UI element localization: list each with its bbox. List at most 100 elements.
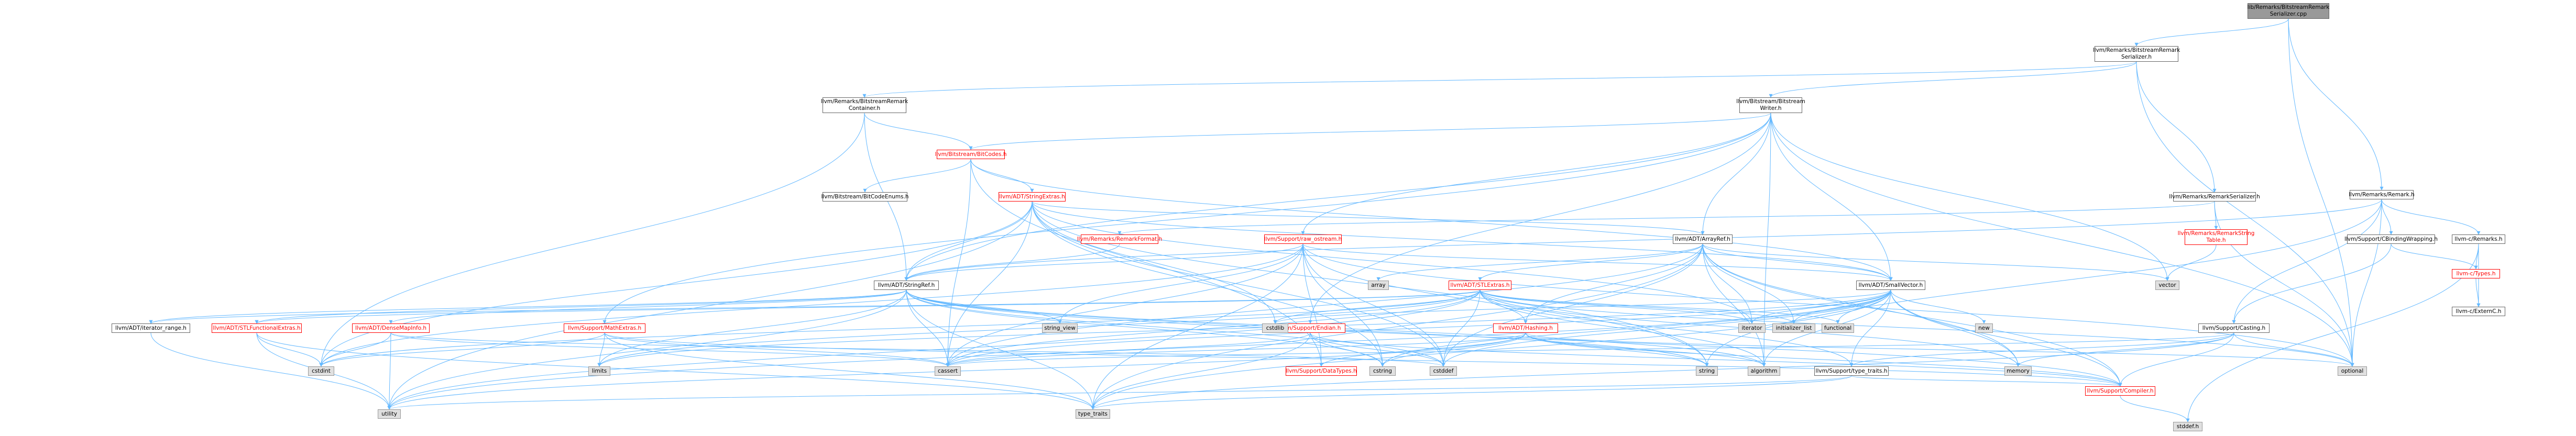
edge-type_traits_llvm-to-type_traits (1091, 375, 1852, 410)
edge-hashing-to-string (1525, 332, 1709, 367)
node-std-optional[interactable]: optional (2338, 366, 2367, 376)
node-std-functional[interactable]: functional (1822, 323, 1854, 333)
node-std-cstddef[interactable]: cstddef (1430, 366, 1457, 376)
node-bitstream-writer[interactable]: llvm/Bitstream/Bitstream Writer.h (1736, 97, 1805, 113)
edge-hashing-to-compiler (1525, 332, 2122, 387)
node-bitstream-remark-container[interactable]: llvm/Remarks/BitstreamRemark Container.h (821, 97, 908, 113)
edge-string_extras-to-utility (387, 201, 1033, 410)
dependency-edges (149, 18, 2481, 422)
edge-remark_string_table-to-vector (2165, 244, 2217, 281)
node-string-extras[interactable]: llvm/ADT/StringExtras.h (999, 192, 1066, 202)
edge-bitstream_writer-to-optional (1770, 113, 2354, 367)
node-data-types[interactable]: llvm/Support/DataTypes.h (1286, 366, 1357, 376)
node-math-extras[interactable]: llvm/Support/MathExtras.h (564, 323, 645, 333)
edge-compiler-to-stddef_h (2120, 395, 2190, 422)
node-bitcode-enums[interactable]: llvm/Bitstream/BitCodeEnums.h (821, 192, 909, 202)
node-iterator-range[interactable]: llvm/ADT/iterator_range.h (112, 323, 190, 333)
edge-string_extras-to-cstring (1032, 201, 1385, 367)
node-std-cstdlib[interactable]: cstdlib (1262, 323, 1288, 333)
edge-string_ref-to-string_view (906, 289, 1062, 324)
edge-bitcodes-to-bitcode_enums (863, 159, 971, 193)
node-c-remarks[interactable]: llvm-c/Remarks.h (2452, 234, 2505, 244)
edge-bitstream_writer-to-math_extras (602, 113, 1771, 324)
edge-stl_extras-to-algorithm (1479, 289, 1766, 367)
edge-dense_map_info-to-cassert (390, 332, 950, 367)
node-c-types[interactable]: llvm-c/Types.h (2452, 269, 2500, 278)
edge-remark_h-to-string_ref (904, 199, 2382, 281)
node-bitstream-remark-serializer[interactable]: llvm/Remarks/BitstreamRemark Serializer.… (2093, 46, 2180, 62)
node-endian[interactable]: llvm/Support/Endian.h (1275, 323, 1345, 333)
edge-small_vector-to-cstring (1380, 289, 1891, 367)
node-small-vector[interactable]: llvm/ADT/SmallVector.h (1856, 281, 1925, 290)
edge-small_vector-to-cassert (946, 289, 1891, 367)
node-raw-ostream[interactable]: llvm/Support/raw_ostream.h (1264, 234, 1342, 244)
node-std-new[interactable]: new (1975, 323, 1993, 333)
node-std-string-view[interactable]: string_view (1042, 323, 1078, 333)
edge-array_ref-to-stl_extras (1478, 243, 1703, 281)
node-std-memory[interactable]: memory (2004, 366, 2032, 376)
edge-bitcodes-to-cassert (946, 159, 971, 367)
node-std-iterator[interactable]: iterator (1738, 323, 1766, 333)
edge-array_ref-to-initializer_list (1702, 243, 1796, 324)
edge-raw_ostream-to-data_types (1302, 243, 1323, 367)
node-std-string[interactable]: string (1696, 366, 1718, 376)
edge-stl_extras-to-cstddef (1441, 289, 1481, 367)
node-remark-string-table[interactable]: llvm/Remarks/RemarkString Table.h (2178, 229, 2254, 245)
edge-endian-to-cassert (946, 332, 1311, 367)
node-hashing[interactable]: llvm/ADT/Hashing.h (1493, 323, 1558, 333)
edge-casting-to-compiler (2118, 332, 2234, 387)
node-type-traits-llvm[interactable]: llvm/Support/type_traits.h (1814, 366, 1889, 376)
edge-casting-to-cassert (946, 332, 2234, 367)
edge-stl_extras-to-iterator_range (149, 289, 1481, 324)
node-std-cassert[interactable]: cassert (935, 366, 961, 376)
node-array-ref[interactable]: llvm/ADT/ArrayRef.h (1673, 234, 1733, 244)
edge-remark_h-to-optional (2350, 199, 2382, 367)
edge-remark_h-to-c_remarks (2381, 199, 2481, 235)
node-root-file[interactable]: lib/Remarks/BitstreamRemark Serializer.c… (2248, 3, 2329, 19)
edge-array_ref-to-type_traits (1091, 243, 1703, 410)
node-std-limits[interactable]: limits (588, 366, 610, 376)
edge-array_ref-to-array (1376, 243, 1703, 281)
edge-string_ref-to-type_traits (906, 289, 1095, 410)
edge-bitstream_writer-to-small_vector (1770, 113, 1893, 281)
node-std-array[interactable]: array (1368, 281, 1389, 290)
edge-endian-to-compiler (1310, 332, 2122, 387)
edge-string_ref-to-dense_map_info (389, 289, 907, 324)
edge-bitstream_remark_serializer-to-bitstream_remark_container (862, 61, 2137, 98)
edge-string_extras-to-cstdint (319, 201, 1033, 367)
node-c-binding-wrapping[interactable]: llvm/Support/CBindingWrapping.h (2344, 234, 2438, 244)
edge-stl_extras-to-optional (1479, 289, 2354, 367)
node-remark-h[interactable]: llvm/Remarks/Remark.h (2349, 190, 2415, 199)
node-std-vector[interactable]: vector (2155, 281, 2179, 290)
node-std-utility[interactable]: utility (378, 409, 401, 419)
node-casting[interactable]: llvm/Support/Casting.h (2198, 323, 2270, 333)
node-std-type-traits[interactable]: type_traits (1076, 409, 1110, 419)
node-std-cstdint[interactable]: cstdint (308, 366, 334, 376)
edge-casting-to-type_traits_llvm (1849, 332, 2234, 367)
node-stl-extras[interactable]: llvm/ADT/STLExtras.h (1449, 281, 1511, 290)
edge-hashing-to-cassert (946, 332, 1526, 367)
node-std-algorithm[interactable]: algorithm (1748, 366, 1780, 376)
edge-raw_ostream-to-type_traits (1091, 243, 1303, 410)
edge-raw_ostream-to-optional (1302, 243, 2354, 367)
edge-stl_extras-to-utility (387, 289, 1481, 410)
edge-type_traits_llvm-to-compiler (1851, 375, 2122, 387)
node-dense-map-info[interactable]: llvm/ADT/DenseMapInfo.h (352, 323, 430, 333)
edge-bitstream_remark_serializer-to-bitstream_writer (1769, 61, 2137, 98)
edge-string_extras-to-array_ref (1032, 201, 1705, 235)
node-remark-serializer[interactable]: llvm/Remarks/RemarkSerializer.h (2169, 192, 2260, 202)
node-string-ref[interactable]: llvm/ADT/StringRef.h (874, 281, 939, 290)
edge-iterator_range-to-utility (150, 332, 391, 410)
node-std-cstring[interactable]: cstring (1369, 366, 1396, 376)
node-compiler[interactable]: llvm/Support/Compiler.h (2085, 386, 2155, 396)
node-std-stddef-h[interactable]: stddef.h (2173, 422, 2202, 431)
node-std-initializer-list[interactable]: initializer_list (1772, 323, 1815, 333)
node-remark-format[interactable]: llvm/Remarks/RemarkFormat.h (1077, 234, 1162, 244)
edge-array_ref-to-hashing (1523, 243, 1703, 324)
node-stl-functional-extras[interactable]: llvm/ADT/STLFunctionalExtras.h (212, 323, 302, 333)
edge-small_vector-to-cstddef (1441, 289, 1891, 367)
node-c-extern-c[interactable]: llvm-c/ExternC.h (2452, 307, 2505, 316)
node-bitcodes[interactable]: llvm/Bitstream/BitCodes.h (935, 150, 1006, 159)
edge-string_ref-to-stl_functional_extras (255, 289, 907, 324)
